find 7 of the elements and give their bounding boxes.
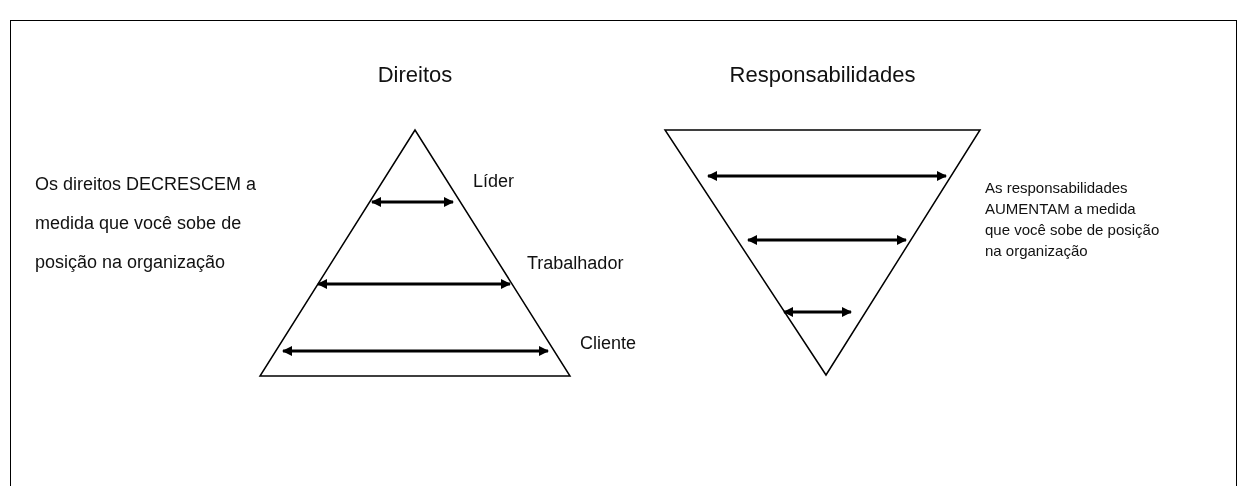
level-label: Trabalhador	[527, 253, 624, 274]
triangle-title: Direitos	[376, 62, 454, 88]
note-text: Os direitos DECRESCEM a medida que você sobe de posição na organização	[35, 173, 258, 274]
note-text: As responsabilidades AUMENTAM a medida que você sobe de posição na organização	[985, 178, 1160, 261]
level-label: Cliente	[580, 333, 637, 354]
level-label: Líder	[473, 171, 515, 192]
triangle-title: Responsabilidades	[728, 62, 917, 88]
